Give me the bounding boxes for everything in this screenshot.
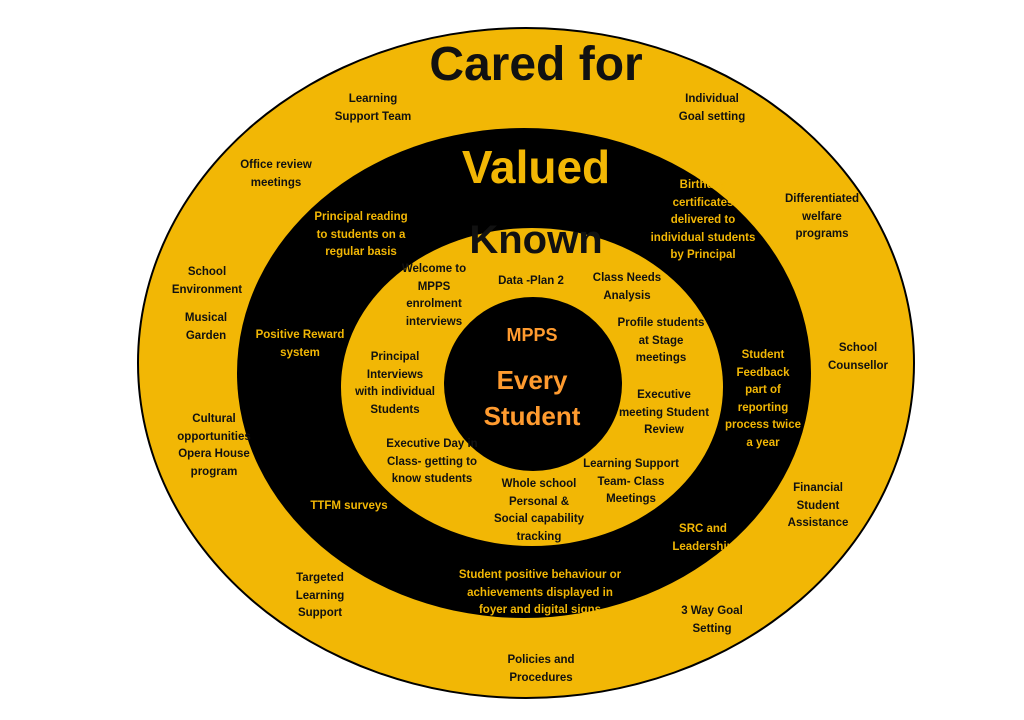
item-learning-support-team: Learning Support Team [334,93,412,123]
title-valued: Valued [461,141,611,193]
item-student-feedback: Student Feedback part of reporting proce… [724,349,802,449]
center-every-student-label: Every Student [483,365,581,431]
item-targeted-learning-support: Targeted Learning Support [295,572,345,619]
item-executive-day-in-class: Executive Day in Class- getting to know … [386,438,478,485]
item-profile-students: Profile students at Stage meetings [617,317,705,364]
item-3-way-goal-setting: 3 Way Goal Setting [681,605,743,635]
ring-every-student [444,297,622,471]
item-musical-garden: Musical Garden [184,312,228,342]
item-class-needs-analysis: Class Needs Analysis [592,272,662,302]
item-executive-meeting: Executive meeting Student Review [618,389,710,436]
item-ttfm-surveys: TTFM surveys [310,500,388,512]
item-src-and-leadership: SRC and Leadership [672,523,734,553]
item-principal-interviews: Principal Interviews with individual Stu… [355,351,435,416]
item-birthday-certificates: Birthday certificates delivered to indiv… [650,179,756,261]
item-individual-goal-setting: Individual Goal setting [678,93,746,123]
title-cared-for: Cared for [429,38,643,91]
item-welcome-enrolment-interviews: Welcome to MPPS enrolment interviews [401,263,467,328]
item-capability-tracking: Whole school Personal & Social capabilit… [493,478,585,543]
center-mpps-label: MPPS [506,325,558,345]
item-office-review-meetings: Office review meetings [240,159,312,189]
item-student-positive-behaviour: Student positive behaviour or achievemen… [458,569,622,616]
item-principal-reading: Principal reading to students on a regul… [314,211,408,258]
title-known: Known [469,218,603,262]
item-financial-student-assistance: Financial Student Assistance [787,482,849,529]
item-school-environment: School Environment [171,266,243,296]
item-school-counsellor: School Counsellor [827,342,889,372]
item-data-plan-2: Data -Plan 2 [498,275,564,287]
item-cultural-opportunities: Cultural opportunities Opera House progr… [177,413,251,478]
item-learning-support-class-meetings: Learning Support Team- Class Meetings [583,458,679,505]
item-differentiated-welfare-programs: Differentiated welfare programs [784,193,860,240]
item-positive-reward-system: Positive Reward system [255,329,345,359]
item-policies-and-procedures: Policies and Procedures [507,654,575,684]
